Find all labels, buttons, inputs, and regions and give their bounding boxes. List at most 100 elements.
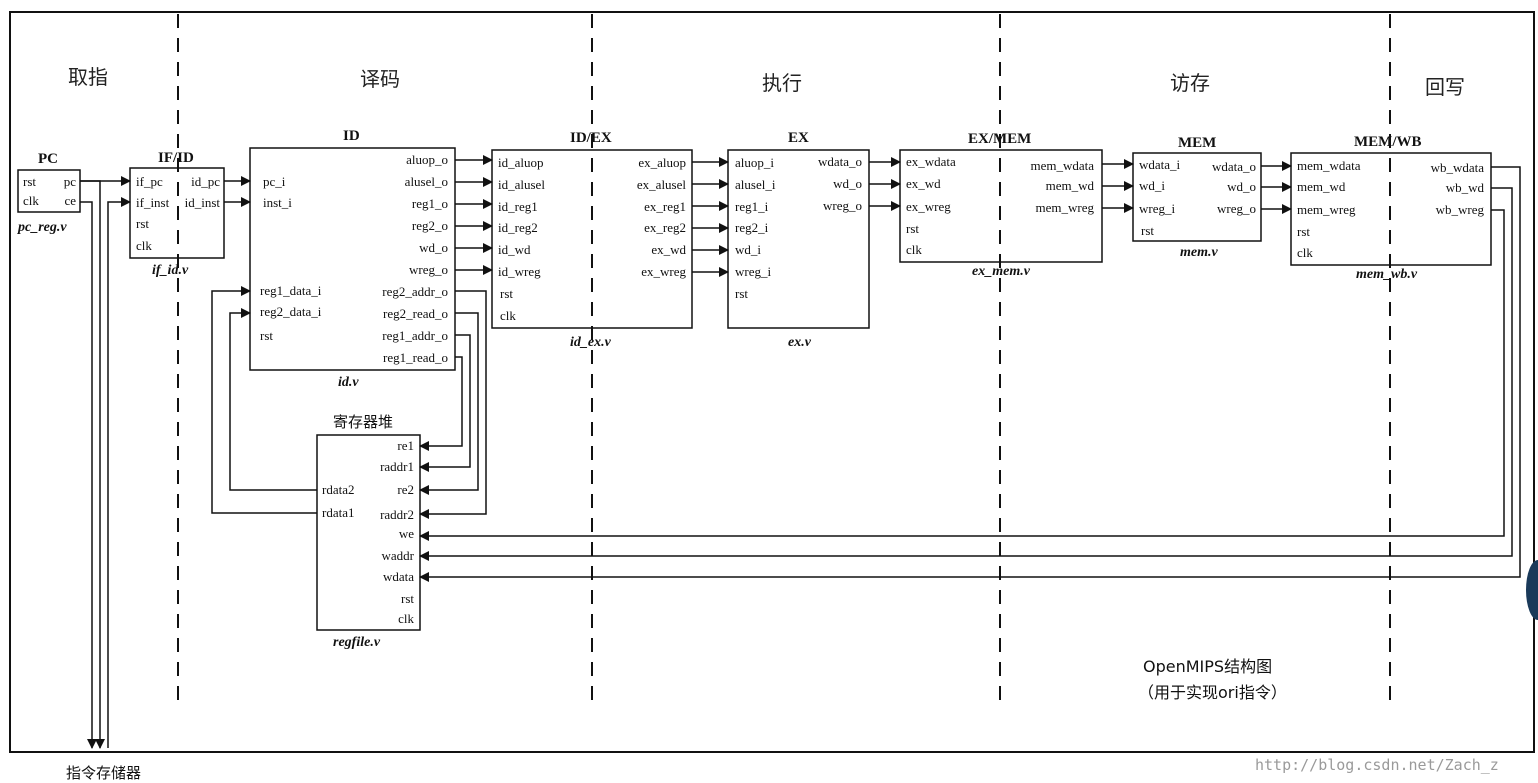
pc-port-rst: rst: [23, 174, 36, 189]
caption-title: OpenMIPS结构图: [1143, 657, 1272, 676]
wire-rdata1: [211, 286, 317, 514]
id-port-reg1-data-i: reg1_data_i: [260, 283, 322, 298]
module-if-id: IF/ID if_pc id_pc if_inst id_inst rst cl…: [129, 150, 225, 278]
regfile-port-raddr1: raddr1: [380, 459, 414, 474]
pc-port-ce: ce: [64, 193, 76, 208]
ex-port-wdata-o: wdata_o: [818, 154, 862, 169]
ex-port-reg2-i: reg2_i: [735, 220, 769, 235]
mem-wb-port-wb-wdata: wb_wdata: [1431, 160, 1485, 175]
pc-file: pc_reg.v: [17, 220, 67, 235]
id-ex-box: [491, 149, 693, 329]
ex-port-wd-i: wd_i: [735, 242, 761, 257]
ex-mem-port-ex-wd: ex_wd: [906, 176, 941, 191]
mem-port-wdata-i: wdata_i: [1139, 157, 1181, 172]
regfile-port-wdata: wdata: [383, 569, 414, 584]
regfile-title: 寄存器堆: [333, 413, 393, 431]
mem-wb-file: mem_wb.v: [1356, 267, 1418, 282]
ex-mem-port-rst: rst: [906, 221, 919, 236]
id-ex-port-id-wd: id_wd: [498, 242, 531, 257]
mem-port-wd-o: wd_o: [1227, 179, 1256, 194]
ex-port-wreg-o: wreg_o: [823, 198, 862, 213]
if-id-port-if-pc: if_pc: [136, 174, 163, 189]
id-ex-port-id-reg2: id_reg2: [498, 220, 538, 235]
id-ex-port-rst: rst: [500, 286, 513, 301]
mem-port-wreg-i: wreg_i: [1139, 201, 1175, 216]
id-port-aluop-o: aluop_o: [406, 152, 448, 167]
id-port-reg1-read-o: reg1_read_o: [383, 350, 448, 365]
mem-port-wreg-o: wreg_o: [1217, 201, 1256, 216]
pc-port-clk: clk: [23, 193, 39, 208]
id-file: id.v: [338, 375, 359, 390]
wires: [80, 155, 1521, 749]
ex-title: EX: [788, 130, 809, 146]
id-port-reg2-read-o: reg2_read_o: [383, 306, 448, 321]
watermark: http://blog.csdn.net/Zach_z: [1255, 756, 1499, 774]
id-port-reg1-addr-o: reg1_addr_o: [382, 328, 448, 343]
regfile-port-rst: rst: [401, 591, 414, 606]
regfile-port-waddr: waddr: [382, 548, 415, 563]
ex-mem-port-mem-wreg: mem_wreg: [1036, 200, 1095, 215]
stage-execute-label: 执行: [762, 71, 802, 95]
id-port-alusel-o: alusel_o: [405, 174, 448, 189]
module-id-ex: ID/EX id_aluop ex_aluop id_alusel ex_alu…: [491, 130, 693, 350]
ex-mem-file: ex_mem.v: [972, 264, 1031, 279]
id-port-reg1-o: reg1_o: [412, 196, 448, 211]
mem-box: [1132, 152, 1262, 242]
ex-port-alusel-i: alusel_i: [735, 177, 776, 192]
ex-file: ex.v: [788, 335, 812, 350]
regfile-port-re1: re1: [397, 438, 414, 453]
id-ex-port-id-aluop: id_aluop: [498, 155, 544, 170]
regfile-port-re2: re2: [397, 482, 414, 497]
module-pc: PC rst pc clk ce pc_reg.v: [17, 151, 81, 235]
regfile-port-clk: clk: [398, 611, 414, 626]
mem-wb-port-wb-wreg: wb_wreg: [1436, 202, 1485, 217]
ex-port-rst: rst: [735, 286, 748, 301]
id-port-pc-i: pc_i: [263, 174, 286, 189]
pc-box: [17, 169, 81, 213]
id-box: [249, 147, 456, 371]
id-ex-file: id_ex.v: [570, 335, 612, 350]
wire-reg2-addr: [419, 290, 487, 519]
stage-writeback-label: 回写: [1425, 75, 1465, 99]
ex-port-aluop-i: aluop_i: [735, 155, 774, 170]
stage-memory-label: 访存: [1170, 71, 1210, 95]
id-ex-port-ex-aluop: ex_aluop: [638, 155, 686, 170]
mem-wb-title: MEM/WB: [1354, 134, 1422, 150]
regfile-port-rdata1: rdata1: [322, 505, 354, 520]
id-ex-port-ex-wd: ex_wd: [651, 242, 686, 257]
id-port-reg2-addr-o: reg2_addr_o: [382, 284, 448, 299]
regfile-port-raddr2: raddr2: [380, 507, 414, 522]
mem-port-wd-i: wd_i: [1139, 178, 1165, 193]
if-id-title: IF/ID: [158, 150, 194, 166]
stage-dividers: [177, 14, 1391, 700]
ex-port-wreg-i: wreg_i: [735, 264, 771, 279]
mem-wb-port-mem-wd: mem_wd: [1297, 179, 1346, 194]
id-ex-port-id-reg1: id_reg1: [498, 199, 538, 214]
id-port-wreg-o: wreg_o: [409, 262, 448, 277]
mem-port-rst: rst: [1141, 223, 1154, 238]
if-id-port-id-inst: id_inst: [185, 195, 221, 210]
mem-title: MEM: [1178, 135, 1216, 151]
if-id-box: [129, 167, 225, 259]
pc-port-pc: pc: [64, 174, 77, 189]
wire-reg2-read: [419, 312, 479, 495]
stage-decode-label: 译码: [360, 67, 400, 91]
mem-port-wdata-o: wdata_o: [1212, 159, 1256, 174]
module-id: ID aluop_o alusel_o reg1_o reg2_o wd_o w…: [249, 128, 456, 390]
mem-wb-port-wb-wd: wb_wd: [1446, 180, 1485, 195]
ex-port-wd-o: wd_o: [833, 176, 862, 191]
id-port-inst-i: inst_i: [263, 195, 292, 210]
wire-rdata2: [229, 308, 317, 491]
wire-wb-wd-to-waddr: [419, 187, 1513, 561]
edge-arc: [1526, 560, 1538, 620]
wire-ce-to-inst-mem: [80, 201, 97, 749]
ex-box: [727, 149, 870, 329]
id-ex-port-ex-wreg: ex_wreg: [641, 264, 686, 279]
wire-wb-wdata-to-wdata: [419, 166, 1521, 582]
id-ex-port-ex-reg1: ex_reg1: [644, 199, 686, 214]
mem-wb-port-clk: clk: [1297, 245, 1313, 260]
id-ex-port-ex-alusel: ex_alusel: [637, 177, 686, 192]
regfile-port-we: we: [399, 526, 414, 541]
id-port-wd-o: wd_o: [419, 240, 448, 255]
id-ex-port-clk: clk: [500, 308, 516, 323]
